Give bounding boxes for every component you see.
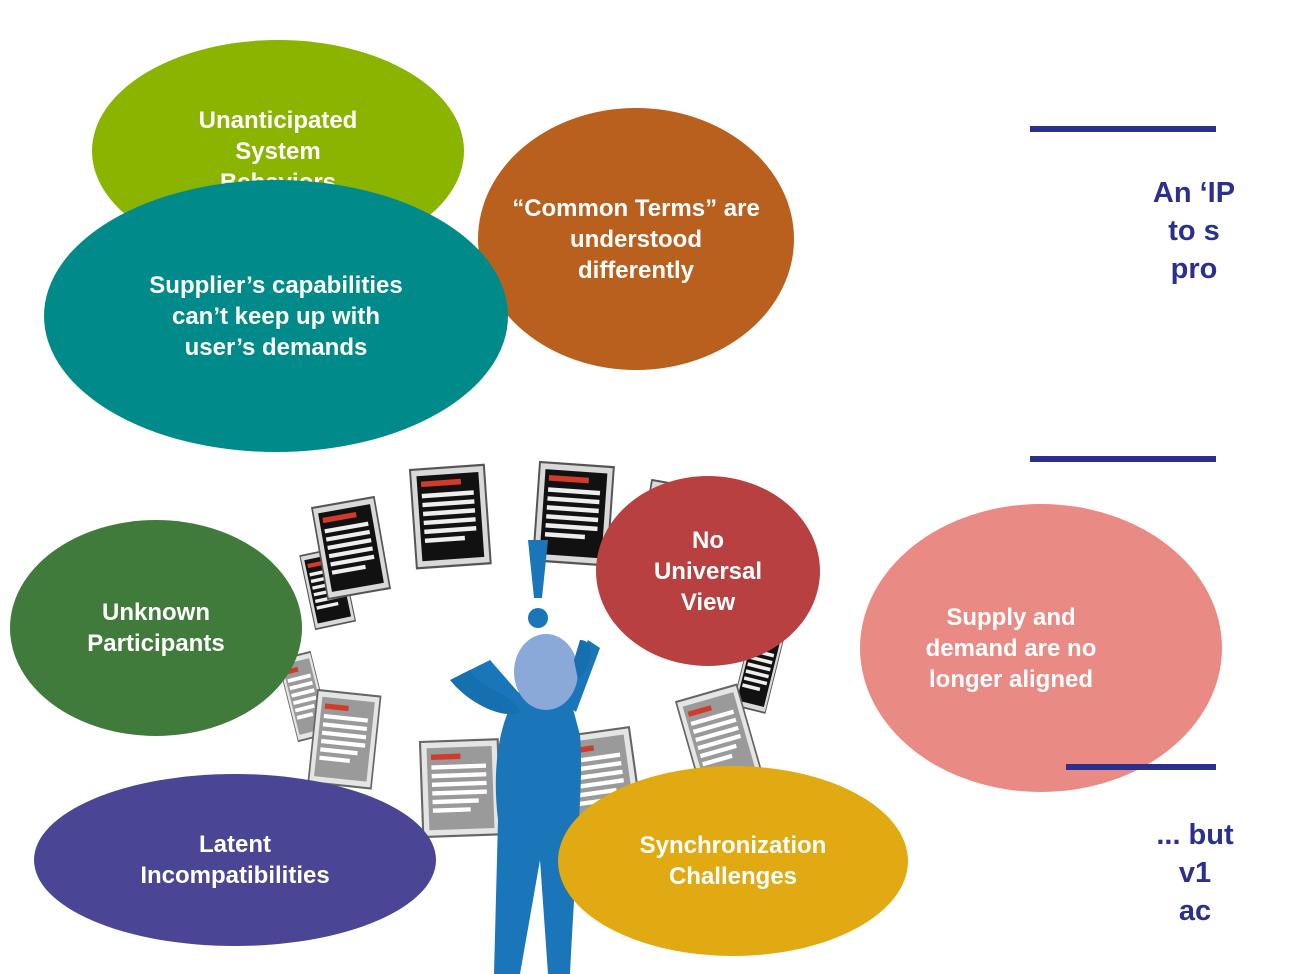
- exclamation-icon: [528, 540, 548, 628]
- divider-rule-top: [1030, 126, 1216, 132]
- right-text-bottom: ... but v1 ac: [1156, 819, 1234, 927]
- screens-ring: [277, 460, 786, 974]
- right-text-top: An ‘IP to s pro: [1152, 177, 1236, 285]
- diagram-scene: Unanticipated System Behaviors “Common T…: [10, 40, 1235, 974]
- divider-rule-bottom: [1066, 764, 1216, 770]
- bubble-common-terms: “Common Terms” are understood differentl…: [478, 108, 794, 370]
- monitor-screen-icon: [307, 688, 382, 790]
- bubble-unknown-participants: Unknown Participants: [10, 520, 302, 736]
- thinking-person-icon: [450, 634, 600, 974]
- bubble-synchronization-challenges: Synchronization Challenges: [558, 766, 908, 956]
- bubble-supplier-capabilities: Supplier’s capabilities can’t keep up wi…: [44, 180, 508, 452]
- monitor-screen-icon: [418, 738, 503, 839]
- bubble-supply-demand: Supply and demand are no longer aligned: [860, 504, 1222, 792]
- monitor-screen-icon: [408, 463, 492, 570]
- bubble-latent-incompatibilities: Latent Incompatibilities: [34, 774, 436, 946]
- bubble-no-universal-view: No Universal View: [596, 476, 820, 666]
- divider-rule-middle: [1030, 456, 1216, 462]
